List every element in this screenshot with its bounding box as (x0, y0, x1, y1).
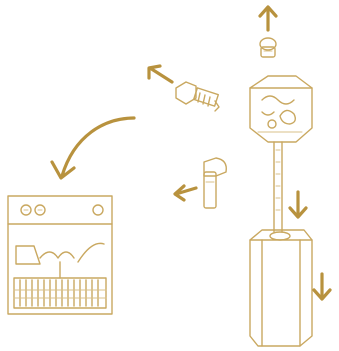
arrow-down-cylinder (314, 274, 330, 299)
peg (204, 158, 226, 208)
control-box (8, 196, 112, 314)
arrow-upper-left (149, 66, 172, 82)
hex-nut (250, 76, 312, 142)
cap-piece (260, 38, 276, 57)
arrow-left (175, 186, 196, 200)
curved-arrow-to-box (52, 118, 134, 178)
hatching (14, 280, 106, 306)
cylinder-housing (250, 230, 312, 346)
bolt (176, 82, 219, 111)
arrow-up (260, 7, 276, 30)
arrow-down-rod (290, 192, 306, 217)
rod (274, 142, 282, 232)
